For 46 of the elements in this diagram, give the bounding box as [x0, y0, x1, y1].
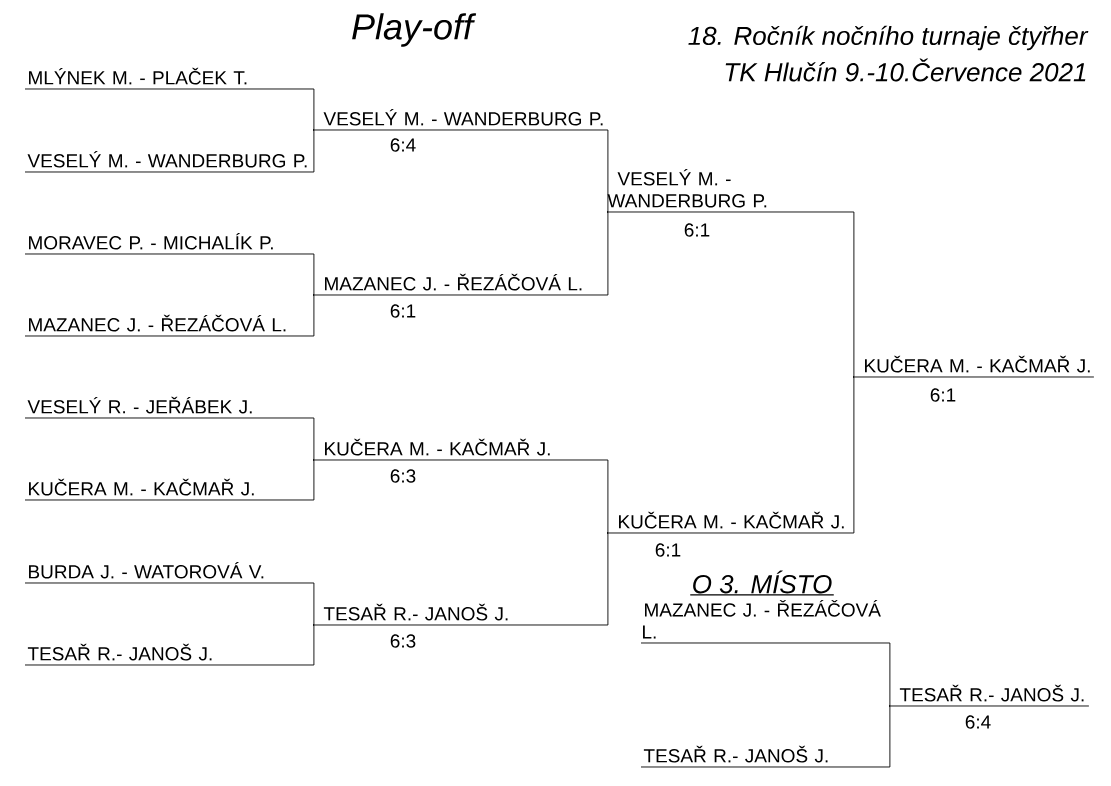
bracket-line: [312, 129, 315, 173]
score: 6:1: [684, 223, 710, 237]
team-entry: MORAVEC P. - MICHALÍK P.: [24, 232, 315, 255]
team-entry: MLÝNEK M. - PLAČEK T.: [24, 67, 315, 90]
bracket-line: [312, 417, 315, 461]
team-entry: MAZANEC J. - ŘEZÁČOVÁ L.: [640, 599, 891, 644]
bracket-line: [606, 211, 609, 296]
team-entry: KUČERA M. - KAČMAŘ J.: [312, 438, 609, 461]
bracket-line: [312, 582, 315, 626]
score: 6:1: [930, 388, 956, 402]
header-text: TK Hlučín 9.-10.Července 2021: [725, 58, 1086, 82]
bracket-line: [852, 211, 855, 378]
bracket-line: [888, 705, 891, 768]
team-entry: VESELÝ M. - WANDERBURG P.: [606, 168, 855, 213]
team-entry: TESAŘ R.- JANOŠ J.: [24, 643, 315, 666]
bracket-line: [606, 532, 609, 626]
bracket-line: [312, 624, 315, 666]
score: 6:3: [390, 634, 416, 648]
team-entry: KUČERA M. - KAČMAŘ J.: [24, 478, 315, 501]
team-entry: TESAŘ R.- JANOŠ J.: [640, 745, 891, 768]
team-entry: KUČERA M. - KAČMAŘ J.: [852, 355, 1095, 378]
bracket-line: [312, 253, 315, 296]
team-entry: MAZANEC J. - ŘEZÁČOVÁ L.: [24, 314, 315, 337]
team-entry: MAZANEC J. - ŘEZÁČOVÁ L.: [312, 273, 609, 296]
section-heading: O 3. MÍSTO: [689, 570, 835, 596]
team-entry: VESELÝ M. - WANDERBURG P.: [24, 150, 315, 173]
bracket-line: [312, 459, 315, 501]
header-text: 18. Ročník nočního turnaje čtyřher: [688, 25, 1089, 51]
bracket-line: [312, 294, 315, 337]
team-entry: BURDA J. - WATOROVÁ V.: [24, 561, 315, 584]
score: 6:4: [965, 715, 991, 729]
team-entry: VESELÝ M. - WANDERBURG P.: [312, 108, 609, 131]
bracket-line: [852, 376, 855, 534]
title: Play-off: [352, 13, 477, 47]
team-entry: TESAŘ R.- JANOŠ J.: [312, 603, 609, 626]
score: 6:4: [390, 138, 416, 152]
bracket-line: [888, 642, 891, 707]
team-entry: KUČERA M. - KAČMAŘ J.: [606, 511, 855, 534]
score: 6:3: [390, 469, 416, 483]
bracket-line: [606, 129, 609, 213]
bracket-line: [312, 88, 315, 131]
score: 6:1: [390, 304, 416, 318]
team-entry: VESELÝ R. - JEŘÁBEK J.: [24, 396, 315, 419]
score: 6:1: [655, 543, 681, 557]
bracket-line: [606, 459, 609, 534]
team-entry: TESAŘ R.- JANOŠ J.: [888, 684, 1090, 707]
